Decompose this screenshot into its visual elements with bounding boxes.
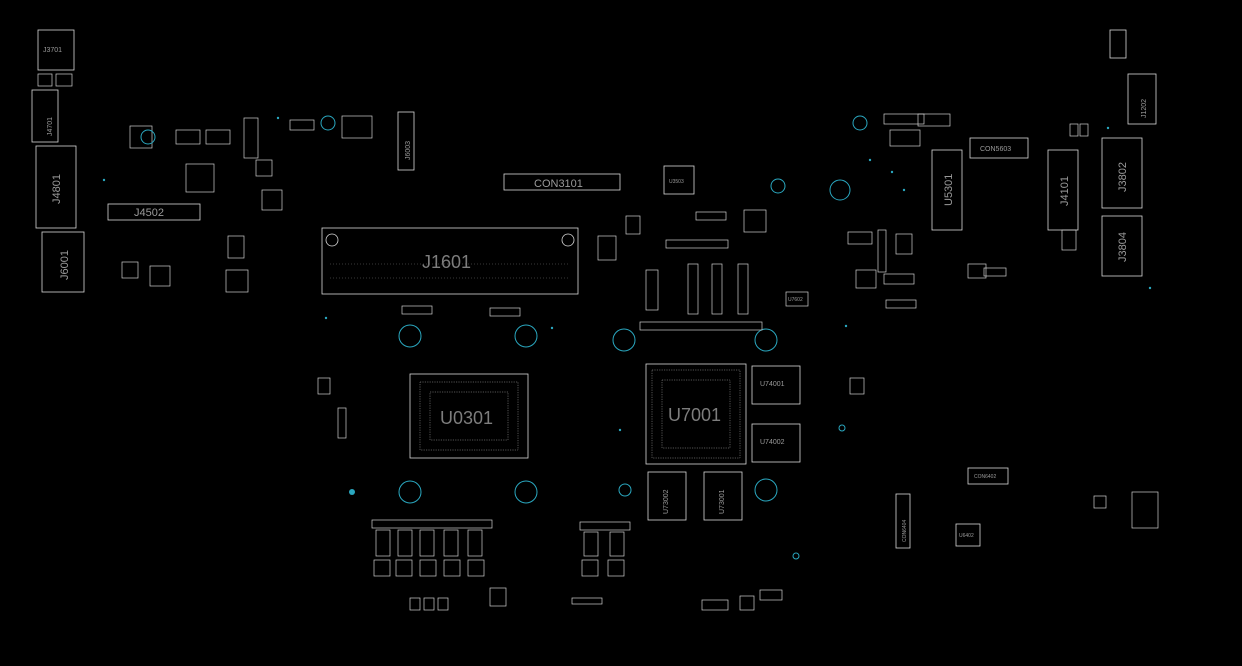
j3804-label: J3804: [1117, 232, 1129, 262]
j1601-outline[interactable]: [321, 227, 579, 295]
right-edge-connectors: J4101 J3802 J3804 J1202: [1047, 29, 1157, 277]
u73001-outline[interactable]: [703, 471, 743, 521]
con3101-label: CON3101: [534, 178, 583, 190]
j1202-outline[interactable]: [1127, 73, 1157, 125]
j6001-label: J6001: [59, 250, 71, 280]
scattered-vias: [102, 116, 1152, 495]
u7001-outline[interactable]: [645, 363, 747, 465]
j3701-label: J3701: [43, 47, 62, 54]
u0301-label: U0301: [440, 408, 493, 428]
j3701-outline[interactable]: [37, 29, 75, 71]
u5301-label: U5301: [943, 174, 955, 206]
u7001-label: U7001: [668, 405, 721, 425]
right-component-cluster: CON5603 U5301: [847, 113, 1029, 309]
bottom-power-stages: [371, 519, 783, 611]
j4801-outline[interactable]: [35, 145, 77, 229]
u74001-label: U74001: [760, 381, 785, 388]
u74002-label: U74002: [760, 439, 785, 446]
j3804-outline[interactable]: [1101, 215, 1143, 277]
u74002-outline[interactable]: [751, 423, 801, 463]
j4502-label: J4502: [134, 207, 164, 219]
con6402-label: CON6402: [974, 474, 996, 480]
j4101-label: J4101: [1059, 176, 1071, 206]
u73002-outline[interactable]: [647, 471, 687, 521]
memory-slot-area: CON3101 J1601: [321, 173, 621, 317]
j1202-label: J1202: [1141, 99, 1148, 118]
u6402-outline[interactable]: [955, 523, 981, 547]
j6003-label: J6003: [405, 141, 412, 160]
j4701-outline[interactable]: [31, 89, 59, 143]
u7602-label: U7602: [788, 297, 803, 303]
left-edge-connectors: J3701 J4701 J4801 J6001: [31, 29, 85, 293]
bottom-right-components: CON6404 CON6402 U6402: [792, 377, 1159, 560]
j3802-label: J3802: [1117, 162, 1129, 192]
u6402-label: U6402: [959, 533, 974, 539]
con5603-outline[interactable]: [969, 137, 1029, 159]
u73001-label: U73001: [719, 489, 726, 514]
j4502-outline[interactable]: [107, 203, 201, 221]
u3503-label: U3503: [669, 179, 684, 185]
j4801-label: J4801: [51, 174, 63, 204]
u74001-outline[interactable]: [751, 365, 801, 405]
u5301-outline[interactable]: [931, 149, 963, 231]
con6404-label: CON6404: [902, 520, 908, 542]
left-component-cluster: J4502 J6003: [107, 111, 415, 293]
cpu-u0301: U0301: [317, 324, 538, 504]
gpu-u7001: U7001 U74001 U74002 U73002 U73001 U7602: [612, 239, 809, 521]
j6003-outline[interactable]: [397, 111, 415, 171]
con5603-label: CON5603: [980, 146, 1011, 153]
con6402-outline[interactable]: [967, 467, 1009, 485]
u3503-region: U3503: [597, 165, 851, 261]
u0301-outline[interactable]: [409, 373, 529, 459]
j3802-outline[interactable]: [1101, 137, 1143, 209]
u3503-outline[interactable]: [663, 165, 695, 195]
u73002-label: U73002: [663, 489, 670, 514]
j4701-label: J4701: [47, 117, 54, 136]
con6404-outline[interactable]: [895, 493, 911, 549]
j6001-outline[interactable]: [41, 231, 85, 293]
con3101-outline[interactable]: [503, 173, 621, 191]
j1601-label: J1601: [422, 252, 471, 272]
